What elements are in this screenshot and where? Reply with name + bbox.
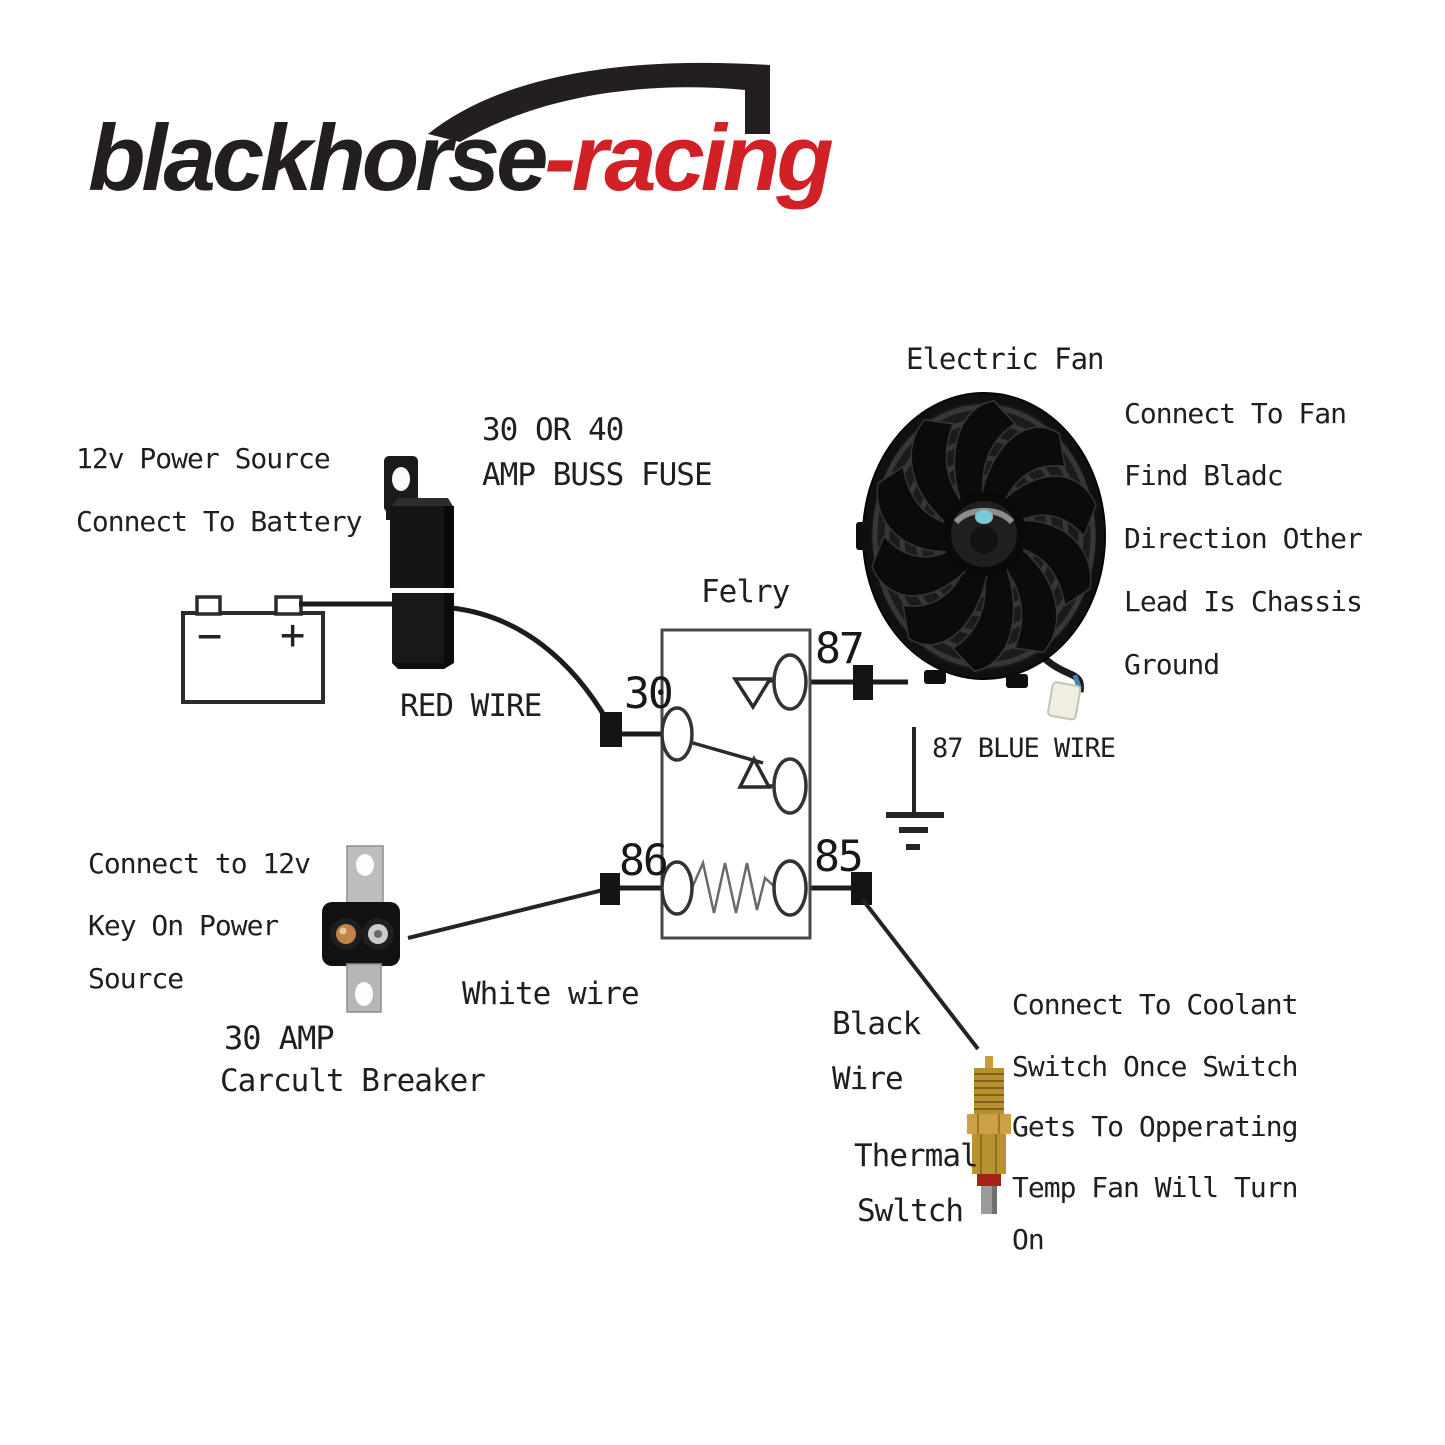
pad-87	[853, 665, 873, 700]
wire-fuse-to-30	[451, 605, 611, 724]
relay-terminal-86: 86	[619, 836, 669, 886]
ground-symbol	[886, 727, 944, 850]
thermal-switch-image	[967, 1056, 1011, 1214]
breaker-label-line2: Carcult Breaker	[220, 1063, 486, 1099]
battery-note-line2: Connect To Battery	[76, 505, 362, 538]
relay-schematic	[660, 628, 812, 940]
logo-text-black: blackhorse	[88, 105, 548, 210]
breaker-label-line1: 30 AMP	[224, 1019, 335, 1057]
electric-fan-image	[856, 392, 1106, 721]
wire-black	[861, 898, 980, 1051]
thermal-switch-label-line2: Swltch	[857, 1193, 964, 1229]
relay-terminal-87: 87	[815, 624, 865, 674]
coolant-note-line1: Connect To Coolant	[1012, 988, 1298, 1021]
circuit-breaker-image	[322, 845, 400, 1013]
relay-terminal-85: 85	[814, 832, 864, 882]
logo-swoosh-icon	[428, 62, 770, 142]
black-wire-label-line1: Black	[832, 1006, 921, 1042]
coolant-note-line3: Gets To Opperating	[1012, 1110, 1298, 1143]
black-wire-label-line2: Wire	[832, 1061, 904, 1097]
blue-wire-label: 87 BLUE WIRE	[932, 733, 1116, 764]
key-power-note-line3: Source	[88, 962, 184, 995]
coolant-note-line5: On	[1012, 1223, 1045, 1256]
logo-text-red: -racing	[544, 105, 833, 210]
battery-symbol	[181, 595, 325, 704]
white-wire-label: White wire	[462, 976, 640, 1012]
key-power-note-line1: Connect to 12v	[88, 847, 311, 880]
battery-note-line1: 12v Power Source	[76, 442, 331, 475]
fuse-holder-image	[384, 456, 458, 669]
thermal-switch-label-line1: Thermal	[854, 1138, 979, 1174]
battery-minus-sign: −	[197, 611, 222, 660]
battery-plus-sign: +	[280, 610, 305, 659]
red-wire-label: RED WIRE	[400, 688, 542, 724]
key-power-note-line2: Key On Power	[88, 909, 279, 942]
relay-terminal-30: 30	[624, 669, 674, 719]
fan-note-line1: Connect To Fan	[1124, 397, 1347, 430]
coolant-note-line2: Switch Once Switch	[1012, 1050, 1298, 1083]
relay-title: Felry	[701, 574, 790, 610]
fan-note-line2: Find Bladc	[1124, 459, 1284, 492]
fan-note-line5: Ground	[1124, 648, 1220, 681]
fan-title: Electric Fan	[906, 342, 1105, 376]
pad-86	[600, 873, 620, 905]
fuse-note-line1: 30 OR 40	[482, 412, 624, 448]
pad-85	[851, 872, 872, 905]
fan-note-line4: Lead Is Chassis	[1124, 585, 1363, 618]
pad-30	[600, 712, 622, 747]
fuse-note-line2: AMP BUSS FUSE	[482, 457, 713, 493]
fan-note-line3: Direction Other	[1124, 522, 1363, 555]
wire-white	[407, 888, 604, 940]
logo: blackhorse-racing	[88, 104, 834, 212]
coolant-note-line4: Temp Fan Will Turn	[1012, 1171, 1298, 1204]
